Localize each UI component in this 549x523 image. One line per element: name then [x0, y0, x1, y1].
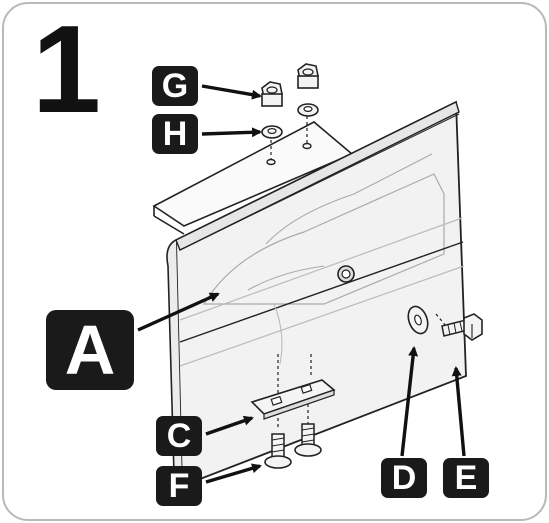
arrow-h: [201, 127, 262, 138]
arrow-a: [137, 292, 220, 332]
part-g-hex-nut: [297, 63, 319, 89]
part-h-washer: [261, 125, 283, 139]
part-f-carriage-bolt: [264, 433, 292, 469]
arrow-e: [451, 366, 466, 457]
assembly-illustration: [137, 63, 483, 488]
part-g-hex-nut: [261, 81, 283, 107]
part-label-g: G: [152, 66, 198, 106]
part-e-hex-bolt: [441, 313, 483, 341]
part-label-d: D: [381, 458, 427, 498]
arrow-g: [201, 84, 262, 100]
part-a-panel: [166, 100, 467, 488]
part-label-h: H: [152, 114, 198, 154]
arrow-f: [205, 463, 262, 484]
part-d-washer: [407, 305, 429, 335]
part-label-c: C: [156, 416, 202, 456]
arrow-d: [400, 346, 419, 457]
part-f-carriage-bolt: [294, 423, 322, 457]
step-number: 1: [32, 2, 101, 139]
alignment-lines: [270, 116, 447, 430]
part-label-a: A: [46, 310, 134, 390]
part-label-e: E: [443, 458, 489, 498]
callout-arrows: [137, 84, 466, 484]
part-h-washer: [297, 103, 319, 117]
part-label-f: F: [156, 466, 202, 506]
part-c-backing-plate: [250, 379, 336, 420]
arrow-c: [205, 415, 254, 436]
